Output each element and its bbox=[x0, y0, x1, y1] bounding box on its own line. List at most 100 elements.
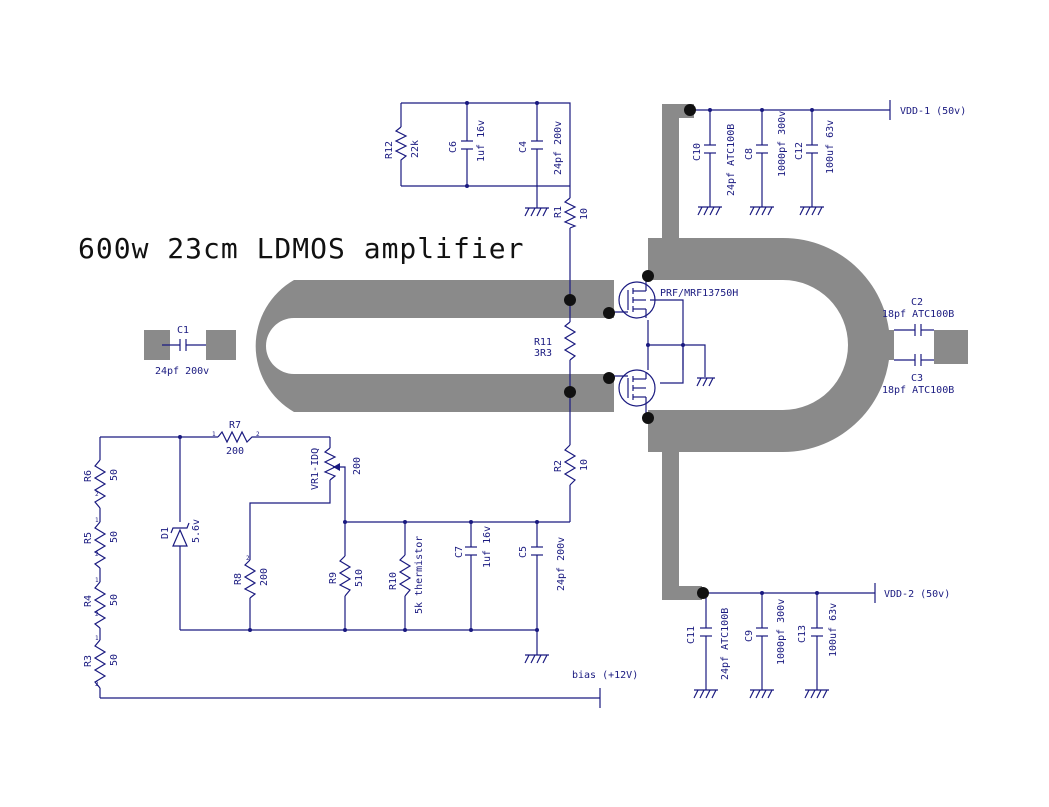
thermistor-r10 bbox=[398, 554, 412, 597]
drain-feed-strip-top bbox=[662, 104, 679, 239]
capacitor-c7 bbox=[465, 546, 477, 556]
vdd2-label: VDD-2 (50v) bbox=[884, 589, 950, 600]
pin-number: 2 bbox=[95, 611, 99, 618]
pin-number: 2 bbox=[95, 681, 99, 688]
c1-value: 24pf 200v bbox=[155, 366, 209, 377]
c13-value: 100uf 63v bbox=[828, 603, 839, 657]
drain-feed-strip-bottom-cap bbox=[662, 586, 702, 600]
c9-value: 1000pf 300v bbox=[776, 599, 787, 665]
ground-symbol bbox=[804, 689, 829, 699]
r6-value: 50 bbox=[109, 469, 120, 481]
junction-dots bbox=[178, 101, 819, 632]
c2-ref: C2 bbox=[911, 297, 923, 308]
pin-number: 2 bbox=[256, 431, 260, 438]
capacitor-c3 bbox=[914, 354, 922, 366]
pin-number: 1 bbox=[212, 431, 216, 438]
capacitor-c6 bbox=[461, 140, 473, 150]
resistor-r9 bbox=[338, 555, 352, 597]
pin-number: 1 bbox=[95, 635, 99, 642]
r7-value: 200 bbox=[226, 446, 244, 457]
resistor-r5 bbox=[93, 521, 107, 569]
c6-ref: C6 bbox=[448, 141, 459, 153]
zener-diode-d1 bbox=[170, 522, 190, 547]
r2-value: 10 bbox=[579, 459, 590, 471]
r4-value: 50 bbox=[109, 594, 120, 606]
r11-ref: R11 bbox=[534, 337, 552, 348]
capacitor-c8 bbox=[756, 144, 768, 154]
c11-ref: C11 bbox=[686, 626, 697, 644]
capacitor-c11 bbox=[700, 627, 712, 637]
capacitor-c2 bbox=[914, 324, 922, 336]
c11-value: 24pf ATC100B bbox=[720, 608, 731, 680]
c12-ref: C12 bbox=[794, 142, 805, 160]
resistor-r2 bbox=[563, 444, 577, 486]
resistor-r8 bbox=[243, 559, 257, 599]
resistor-r6 bbox=[93, 459, 107, 509]
c8-value: 1000pf 300v bbox=[777, 111, 788, 177]
r8-ref: R8 bbox=[233, 573, 244, 585]
c3-value: 18pf ATC100B bbox=[882, 385, 954, 396]
c7-ref: C7 bbox=[454, 546, 465, 558]
transistor-q1 bbox=[610, 276, 656, 319]
vr1-wiper-arrow bbox=[333, 463, 340, 471]
r12-ref: R12 bbox=[384, 141, 395, 159]
wires bbox=[99, 100, 934, 708]
c5-value: 24pf 200v bbox=[556, 537, 567, 591]
pin-number: 2 bbox=[246, 555, 250, 562]
pin-number: 2 bbox=[95, 491, 99, 498]
capacitor-c13 bbox=[811, 627, 823, 637]
r1-ref: R1 bbox=[553, 206, 564, 218]
c2-value: 18pf ATC100B bbox=[882, 309, 954, 320]
transistor-label: PRF/MRF13750H bbox=[660, 288, 738, 299]
r6-ref: R6 bbox=[83, 470, 94, 482]
bias-label: bias (+12V) bbox=[572, 670, 638, 681]
d1-ref: D1 bbox=[160, 527, 171, 539]
r8-value: 200 bbox=[259, 568, 270, 586]
r10-ref: R10 bbox=[388, 572, 399, 590]
c4-ref: C4 bbox=[518, 141, 529, 153]
c13-ref: C13 bbox=[797, 625, 808, 643]
r12-value: 22k bbox=[410, 140, 421, 158]
r2-ref: R2 bbox=[553, 460, 564, 472]
ground-symbol bbox=[749, 689, 774, 699]
r5-value: 50 bbox=[109, 531, 120, 543]
drain-feed-strip-bottom bbox=[662, 452, 679, 590]
capacitor-c1 bbox=[179, 339, 187, 351]
r10-value: 5k thermistor bbox=[414, 536, 425, 614]
c8-ref: C8 bbox=[744, 148, 755, 160]
pin-number: 1 bbox=[95, 577, 99, 584]
capacitor-c10 bbox=[704, 144, 716, 154]
capacitor-c5 bbox=[531, 546, 543, 556]
ground-symbol bbox=[749, 206, 774, 216]
diagram-title: 600w 23cm LDMOS amplifier bbox=[78, 232, 524, 265]
input-balun-strip bbox=[206, 280, 614, 412]
capacitor-c9 bbox=[756, 627, 768, 637]
r7-ref: R7 bbox=[229, 420, 241, 431]
c7-value: 1uf 16v bbox=[482, 526, 493, 568]
ground-symbol bbox=[799, 206, 824, 216]
rotated-labels: R12 22k C6 1uf 16v C4 24pf 200v R1 10 R2… bbox=[83, 111, 839, 680]
resistor-r7 bbox=[217, 430, 256, 444]
c3-ref: C3 bbox=[911, 373, 923, 384]
vdd1-label: VDD-1 (50v) bbox=[900, 106, 966, 117]
c1-ref: C1 bbox=[177, 325, 189, 336]
vr1-ref: VR1-IDQ bbox=[310, 448, 321, 490]
r1-value: 10 bbox=[579, 208, 590, 220]
r11-value: 3R3 bbox=[534, 348, 552, 359]
resistor-r11 bbox=[563, 321, 577, 361]
pin-number: 2 bbox=[95, 551, 99, 558]
capacitor-c4 bbox=[531, 140, 543, 150]
c9-ref: C9 bbox=[744, 630, 755, 642]
vr1-value: 200 bbox=[352, 457, 363, 475]
r9-value: 510 bbox=[354, 569, 365, 587]
ground-symbol bbox=[524, 654, 549, 664]
ground-symbol bbox=[524, 207, 549, 217]
ground-symbol bbox=[697, 206, 722, 216]
r9-ref: R9 bbox=[328, 572, 339, 584]
r4-ref: R4 bbox=[83, 595, 94, 607]
resistor-r12 bbox=[394, 126, 408, 163]
r3-value: 50 bbox=[109, 654, 120, 666]
c6-value: 1uf 16v bbox=[476, 120, 487, 162]
resistor-r1 bbox=[563, 197, 577, 229]
